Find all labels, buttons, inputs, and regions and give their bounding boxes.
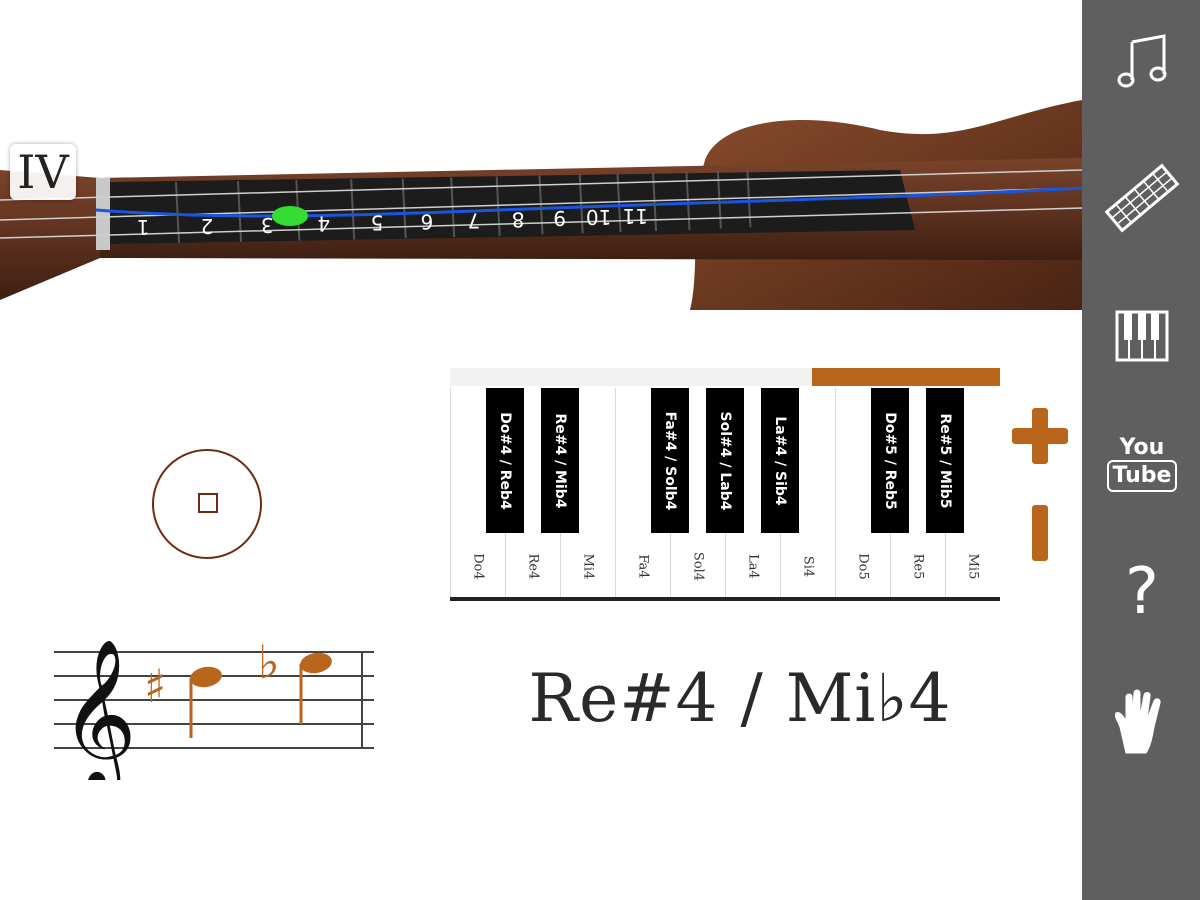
white-key-label: Sol4 <box>690 551 706 582</box>
black-key[interactable]: Re#5 / Mib5 <box>926 388 964 533</box>
piano-icon <box>1115 310 1169 362</box>
help-button[interactable]: ? <box>1102 552 1182 632</box>
string-indicator[interactable]: IV <box>10 144 76 200</box>
music-note-icon <box>1117 34 1167 88</box>
plus-icon-vertical <box>1032 408 1048 464</box>
black-key-label: Re#5 / Mib5 <box>937 412 953 509</box>
black-key[interactable]: La#4 / Sib4 <box>761 388 799 533</box>
black-key[interactable]: Sol#4 / Lab4 <box>706 388 744 533</box>
white-key-label: Si4 <box>800 555 816 578</box>
black-key[interactable]: Fa#4 / Solb4 <box>651 388 689 533</box>
string-3 <box>0 169 1082 201</box>
fret-number: 7 <box>468 208 481 232</box>
note-head-sharp <box>190 666 222 688</box>
black-key-label: Do#4 / Reb4 <box>497 411 513 510</box>
fret-number: 8 <box>512 207 525 231</box>
black-key-label: Re#4 / Mib4 <box>552 412 568 509</box>
flat-sign: ♭ <box>258 635 280 689</box>
youtube-icon: You Tube <box>1106 436 1178 492</box>
white-key-label: Do4 <box>470 553 486 580</box>
fret-number: 1 <box>137 215 150 239</box>
black-key[interactable]: Do#5 / Reb5 <box>871 388 909 533</box>
note-head-flat <box>300 652 332 674</box>
headstock <box>0 170 100 300</box>
string-1 <box>0 207 1082 239</box>
white-key-label: Re4 <box>525 553 541 580</box>
hand-icon <box>1115 689 1161 754</box>
fret-number: 9 <box>553 206 566 230</box>
white-key-label: Re5 <box>910 553 926 580</box>
keyboard-scroll-indicator[interactable] <box>812 368 1000 386</box>
piano-view-button[interactable] <box>1102 296 1182 376</box>
fret-number: 4 <box>317 212 330 236</box>
fret-marker <box>272 206 308 226</box>
white-key-label: Mi4 <box>580 553 596 580</box>
music-staff: 𝄞 ♯ ♭ <box>54 635 374 780</box>
play-stop-button[interactable] <box>152 449 262 559</box>
white-key-label: La4 <box>745 554 761 579</box>
fret-number: 5 <box>371 211 384 235</box>
black-key-label: Do#5 / Reb5 <box>882 411 898 510</box>
zoom-out-button[interactable] <box>1030 505 1050 561</box>
fret-number: 10 <box>586 205 611 229</box>
stop-icon <box>198 493 218 513</box>
sharp-sign: ♯ <box>144 659 166 713</box>
fret-wire <box>616 173 622 233</box>
fret-wire <box>685 172 691 230</box>
white-key-label: Do5 <box>855 553 871 580</box>
fretboard-icon <box>1104 163 1180 233</box>
help-icon: ? <box>1125 555 1159 629</box>
black-key[interactable]: Do#4 / Reb4 <box>486 388 524 533</box>
black-key-label: Sol#4 / Lab4 <box>717 411 733 510</box>
black-key[interactable]: Re#4 / Mib4 <box>541 388 579 533</box>
youtube-button[interactable]: You Tube <box>1102 424 1182 504</box>
active-string <box>95 186 1082 218</box>
treble-clef: 𝄞 <box>60 637 137 780</box>
black-key-label: Fa#4 / Solb4 <box>662 411 678 510</box>
fret-number: 6 <box>421 210 434 234</box>
hand-button[interactable] <box>1102 682 1182 762</box>
nut <box>96 178 110 250</box>
zoom-in-button[interactable] <box>1012 408 1068 464</box>
fret-number: 2 <box>201 214 214 238</box>
keyboard-bottom-edge <box>450 597 1000 601</box>
white-key-label: Mi5 <box>965 553 981 580</box>
black-key-label: La#4 / Sib4 <box>772 415 788 506</box>
fret-number: 3 <box>261 213 274 237</box>
minus-icon <box>1032 505 1048 561</box>
ukulele-fretboard[interactable]: 1 2 3 4 5 6 7 8 9 10 11 <box>0 100 1082 315</box>
fretboard-view-button[interactable] <box>1102 158 1182 238</box>
piano-keyboard[interactable]: Do4 Re4 Mi4 Fa4 Sol4 La4 Si4 Do5 Re5 Mi5 Do#4 / R… <box>450 368 1000 603</box>
fret-wire <box>652 172 658 232</box>
white-key-label: Fa4 <box>635 554 651 579</box>
fret-number: 11 <box>623 204 648 228</box>
fingerboard <box>110 170 915 244</box>
current-note-label: Re#4 / Mi♭4 <box>528 660 952 737</box>
sidebar: You Tube ? <box>1082 0 1200 900</box>
song-button[interactable] <box>1102 22 1182 102</box>
